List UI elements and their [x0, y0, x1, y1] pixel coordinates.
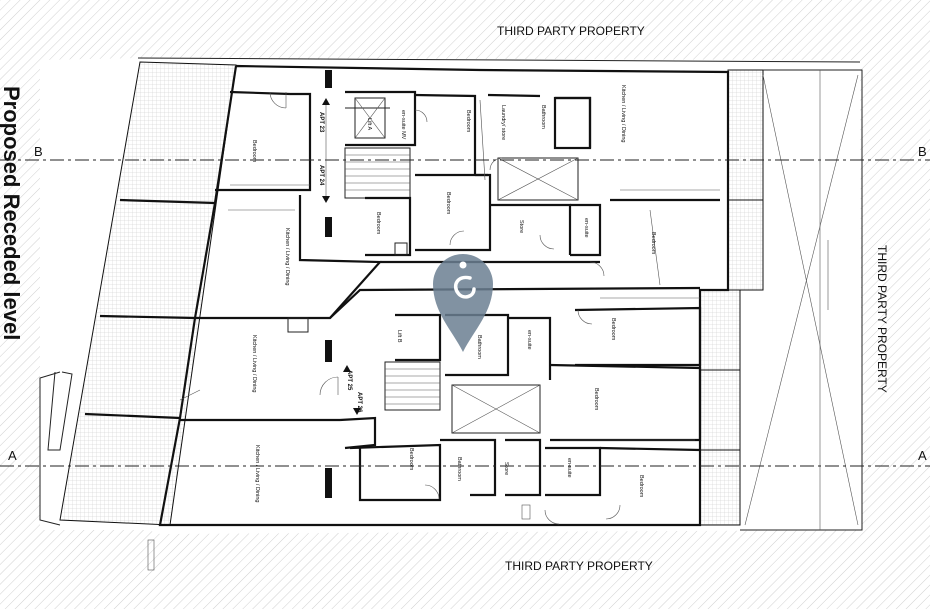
third-party-hatch-top [0, 0, 930, 60]
room-label-bedroom-4: Bedroom [375, 212, 381, 235]
room-label-bedroom-3: Bedroom [445, 192, 451, 215]
grid-label-a-right: A [918, 448, 927, 463]
room-label-kitchen-3: Kitchen / Living / Dining [251, 335, 257, 392]
apt-26-arrow-icon [353, 408, 361, 415]
room-label-ensuite-mv: en-suite MV [400, 110, 406, 140]
upper-walls [195, 90, 720, 320]
room-label-lift-b: Lift B [396, 330, 402, 343]
bottom-left-artifacts [147, 504, 531, 571]
room-label-laundry: Laundry/ store [500, 105, 506, 140]
third-party-label-right: THIRD PARTY PROPERTY [875, 245, 889, 393]
room-label-store-2: Store [503, 462, 509, 475]
right-terrace-5 [699, 449, 741, 526]
room-label-bedroom-2: Bedroom [465, 110, 471, 133]
room-label-kitchen-2: Kitchen / Living / Dining [284, 228, 290, 285]
third-party-hatch-right [860, 60, 930, 530]
annotation-stamps [325, 70, 332, 498]
right-terrace-4 [699, 369, 741, 451]
room-label-bedroom-6: Bedroom [610, 318, 616, 341]
room-label-ensuite-2: en-suite [526, 330, 532, 350]
room-label-store-1: Store [518, 220, 524, 233]
right-terrace-1 [727, 69, 764, 201]
room-label-kitchen-1: Kitchen / Living / Dining [620, 85, 626, 142]
third-party-hatch-left [0, 60, 40, 530]
right-open-area [740, 69, 863, 531]
room-label-bathroom-1: Bathroom [540, 105, 546, 129]
room-label-lift-a: Lift A [366, 118, 372, 131]
right-terrace-2 [727, 199, 764, 291]
room-label-ensuite-1: en-suite [583, 218, 589, 238]
plan-title: Proposed Receded level [0, 86, 24, 340]
apt-26-label: APT 26 [356, 392, 362, 413]
room-label-bedroom-1: Bedroom [251, 140, 257, 163]
room-label-ensuite-3: en-suite [566, 458, 572, 478]
room-label-bedroom-8: Bedroom [408, 448, 414, 471]
room-label-bathroom-2: Bathroom [476, 335, 482, 359]
dimension-lines [179, 99, 829, 441]
third-party-hatch-bottom [0, 530, 930, 609]
apt-23-label: APT 23 [318, 112, 324, 133]
outer-walls [137, 57, 861, 527]
room-label-kitchen-4: Kitchen / Living / Dining [254, 445, 260, 502]
apt-24-arrow-icon [322, 196, 330, 203]
apt-23-arrow-icon [322, 98, 330, 105]
room-label-bedroom-9: Bedroom [638, 475, 644, 498]
apartment-labels: APT 23 APT 24 APT 25 APT 26 [318, 98, 362, 415]
location-pin-icon[interactable] [433, 254, 493, 352]
room-label-bedroom-5: Bedroom [650, 232, 656, 255]
third-party-label-bottom: THIRD PARTY PROPERTY [505, 559, 653, 573]
apt-25-arrow-icon [343, 365, 351, 372]
door-swings [269, 91, 621, 525]
third-party-label-top: THIRD PARTY PROPERTY [497, 24, 645, 38]
apt-25-label: APT 25 [346, 370, 352, 391]
grid-label-b-left: B [34, 144, 43, 159]
right-terrace-3 [699, 289, 741, 371]
room-label-bedroom-7: Bedroom [593, 388, 599, 411]
grid-label-a-left: A [8, 448, 17, 463]
apt-24-label: APT 24 [318, 165, 324, 186]
grid-label-b-right: B [918, 144, 927, 159]
room-label-bathroom-3: Bathroom [456, 457, 462, 481]
